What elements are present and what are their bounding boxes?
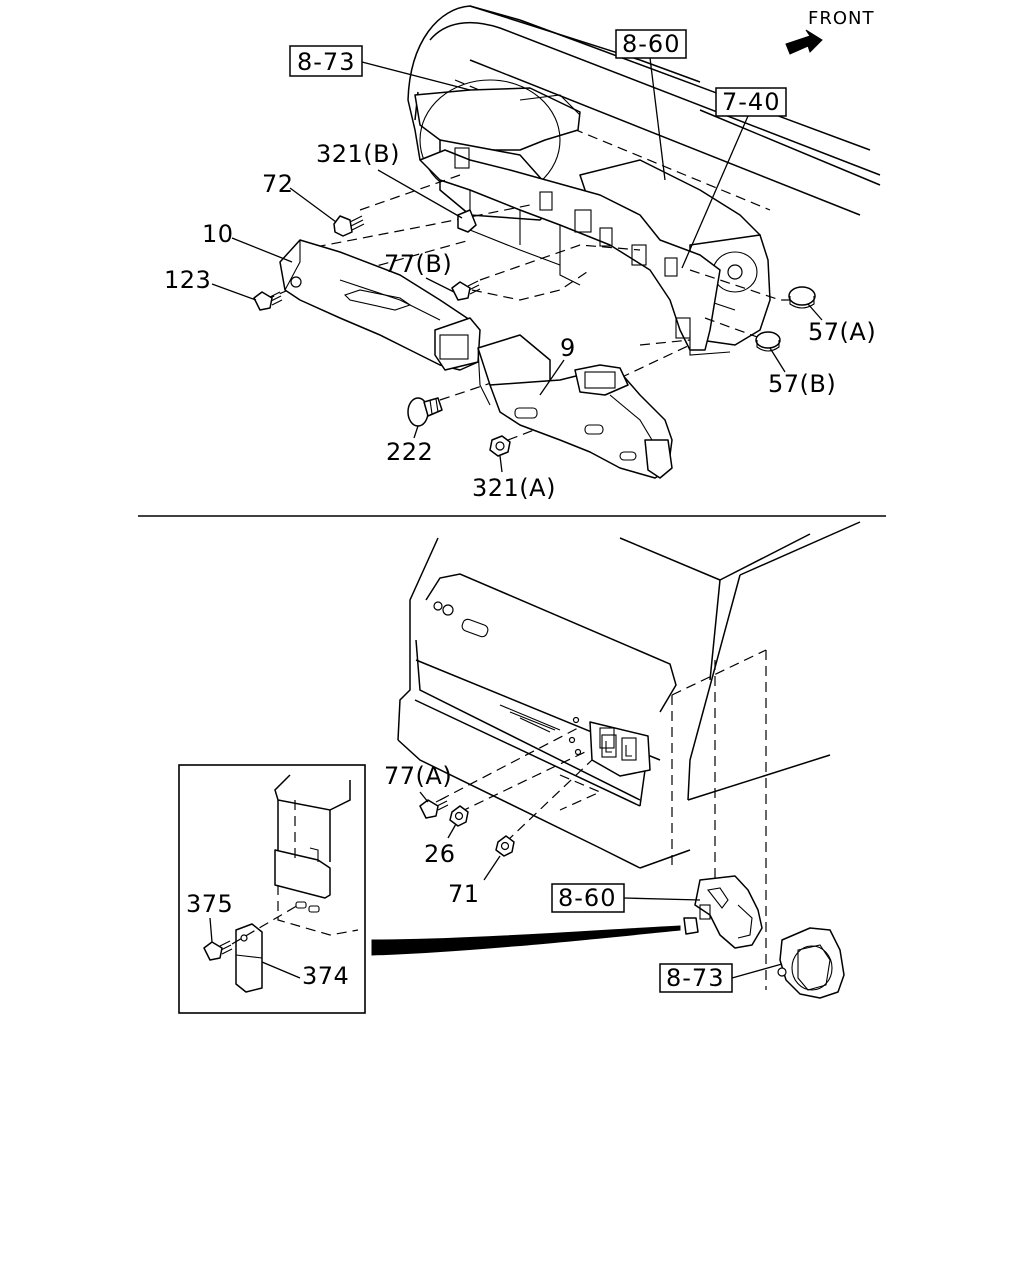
bolt-375 xyxy=(203,940,233,961)
label-321a: 321(A) xyxy=(472,474,556,502)
heater-unit-8-73-bottom xyxy=(777,927,845,999)
bolt-77a xyxy=(419,796,449,819)
label-57a: 57(A) xyxy=(808,318,876,346)
callout-box-8-60-bottom: 8-60 xyxy=(551,883,625,913)
dashboard-panel xyxy=(397,521,861,869)
detail-pointer-arrow xyxy=(371,925,681,956)
label-222: 222 xyxy=(386,438,433,466)
inset-detail: 375 374 xyxy=(178,764,366,1014)
front-label: FRONT xyxy=(808,8,875,29)
bolt-77b xyxy=(451,280,481,301)
bolt-72 xyxy=(333,215,365,237)
callout-box-8-73-top: 8-73 xyxy=(289,45,363,77)
label-375: 375 xyxy=(186,890,233,918)
plug-57b xyxy=(755,331,781,352)
nut-26 xyxy=(449,805,469,827)
duct-part-10 xyxy=(279,239,481,371)
label-57b: 57(B) xyxy=(768,370,836,398)
label-374: 374 xyxy=(302,962,349,990)
callout-7-40: 7-40 xyxy=(722,88,780,116)
callout-box-7-40: 7-40 xyxy=(715,87,787,117)
mounting-frame xyxy=(419,147,731,356)
front-direction-indicator: FRONT xyxy=(785,8,875,55)
label-9: 9 xyxy=(560,334,576,362)
callout-8-60-bottom: 8-60 xyxy=(558,884,616,912)
label-26: 26 xyxy=(424,840,456,868)
nut-71 xyxy=(495,835,515,857)
callout-8-73-top: 8-73 xyxy=(297,48,355,76)
nut-321a xyxy=(489,435,511,457)
clip-222 xyxy=(407,397,443,427)
bracket-374 xyxy=(235,923,263,993)
label-77b: 77(B) xyxy=(384,250,452,278)
bolt-123 xyxy=(253,291,283,311)
bottom-guide-lines xyxy=(439,649,767,990)
dashboard-outline xyxy=(407,5,881,216)
clip-321b xyxy=(457,209,477,233)
callout-8-60-top: 8-60 xyxy=(622,30,680,58)
label-10: 10 xyxy=(202,220,234,248)
label-72: 72 xyxy=(262,170,294,198)
bottom-assembly-view: 375 374 77(A) 26 71 8-60 8-73 xyxy=(178,521,861,1014)
plug-57a xyxy=(788,286,816,309)
callout-8-73-bottom: 8-73 xyxy=(666,964,724,992)
label-321b: 321(B) xyxy=(316,140,400,168)
heater-core-8-60-bottom xyxy=(683,875,763,949)
front-arrow-icon xyxy=(785,29,823,55)
label-77a: 77(A) xyxy=(384,762,452,790)
callout-box-8-73-bottom: 8-73 xyxy=(659,963,733,993)
duct-part-9 xyxy=(477,334,673,479)
top-assembly-view: FRONT 8-73 8-60 7-40 321(B) 72 10 123 77… xyxy=(164,5,881,502)
label-71: 71 xyxy=(448,880,480,908)
label-123: 123 xyxy=(164,266,211,294)
callout-box-8-60-top: 8-60 xyxy=(615,29,687,59)
